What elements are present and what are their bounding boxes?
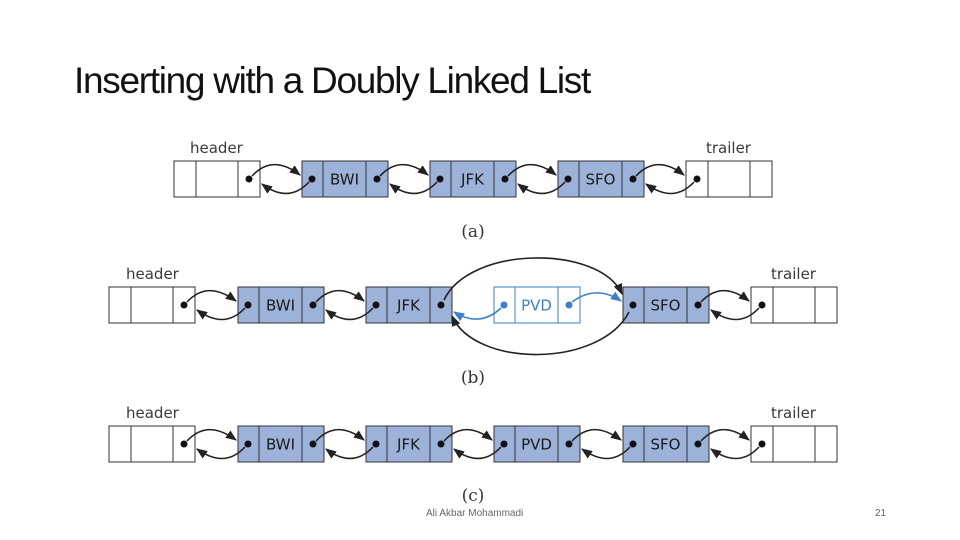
node-label: JFK [460,171,485,189]
header-sentinel [173,160,261,198]
node-bwi: BWI [237,286,325,324]
header-sentinel [108,425,196,463]
header-label: header [190,139,244,157]
new-pointer-arrows [453,291,622,322]
node-sfo: SFO [622,286,710,324]
row-b: header trailer BWI JFK [108,257,838,388]
caption-a: (a) [461,222,484,242]
node-label: BWI [266,297,295,315]
header-label: header [126,404,180,422]
trailer-label: trailer [706,139,752,157]
pointer-arrows [186,257,760,356]
row-a: header trailer BWI JFK [173,139,773,242]
node-jfk: JFK [365,286,453,324]
page-number: 21 [875,508,887,519]
node-label: JFK [396,297,421,315]
row-c: header trailer BWI JFK [108,404,838,506]
node-label: PVD [521,436,552,454]
caption-c: (c) [462,486,485,506]
node-sfo: SFO [622,425,710,463]
node-jfk: JFK [365,425,453,463]
node-jfk: JFK [429,160,517,198]
node-bwi: BWI [237,425,325,463]
trailer-sentinel [750,425,838,463]
node-label: SFO [651,436,681,454]
node-pvd-new: PVD [493,286,581,324]
trailer-label: trailer [771,404,817,422]
node-label: SFO [586,171,616,189]
pointer-arrows [251,163,695,195]
slide-title: Inserting with a Doubly Linked List [74,60,591,101]
trailer-label: trailer [771,265,817,283]
node-label: BWI [266,436,295,454]
node-sfo: SFO [557,160,645,198]
pointer-arrows [186,428,760,460]
header-label: header [126,265,180,283]
node-pvd: PVD [493,425,581,463]
node-label: BWI [330,171,359,189]
node-label: PVD [521,297,552,315]
caption-b: (b) [461,368,485,388]
header-sentinel [108,286,196,324]
trailer-sentinel [685,160,773,198]
node-bwi: BWI [301,160,389,198]
footer-author: Ali Akbar Mohammadi [426,508,524,519]
node-label: JFK [396,436,421,454]
node-label: SFO [651,297,681,315]
trailer-sentinel [750,286,838,324]
